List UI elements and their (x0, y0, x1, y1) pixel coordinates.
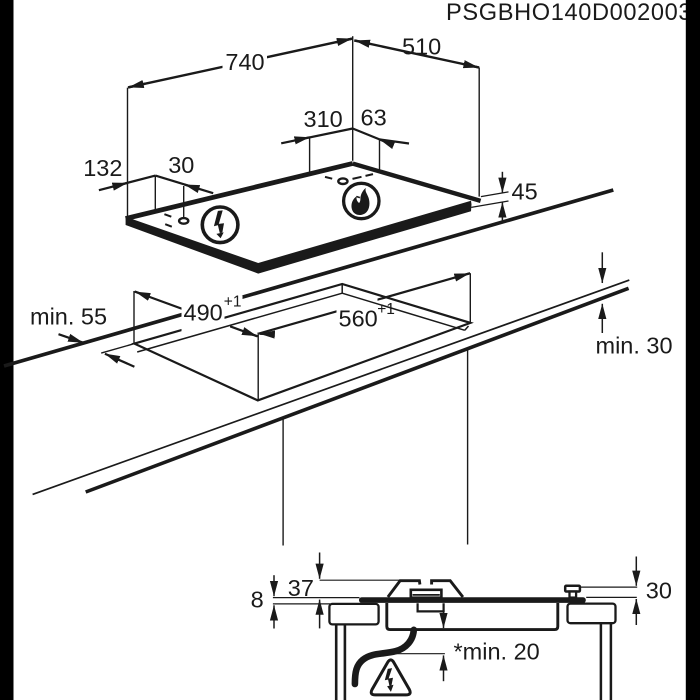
svg-text:*min. 20: *min. 20 (454, 638, 540, 664)
svg-text:490: 490 (184, 300, 223, 326)
svg-text:min. 30: min. 30 (596, 333, 673, 359)
svg-text:510: 510 (402, 34, 441, 60)
svg-text:8: 8 (251, 587, 264, 613)
svg-text:132: 132 (83, 155, 122, 181)
svg-text:+1: +1 (377, 301, 395, 318)
svg-text:560: 560 (339, 305, 378, 331)
svg-text:+1: +1 (224, 294, 242, 311)
svg-text:45: 45 (512, 179, 538, 205)
svg-text:min. 55: min. 55 (30, 303, 107, 329)
svg-text:PSGBHO140D002003: PSGBHO140D002003 (446, 0, 692, 26)
svg-text:740: 740 (225, 49, 264, 75)
svg-text:37: 37 (288, 575, 314, 601)
svg-text:63: 63 (361, 104, 387, 130)
svg-text:30: 30 (168, 152, 194, 178)
svg-text:310: 310 (304, 106, 343, 132)
svg-text:30: 30 (646, 577, 672, 603)
